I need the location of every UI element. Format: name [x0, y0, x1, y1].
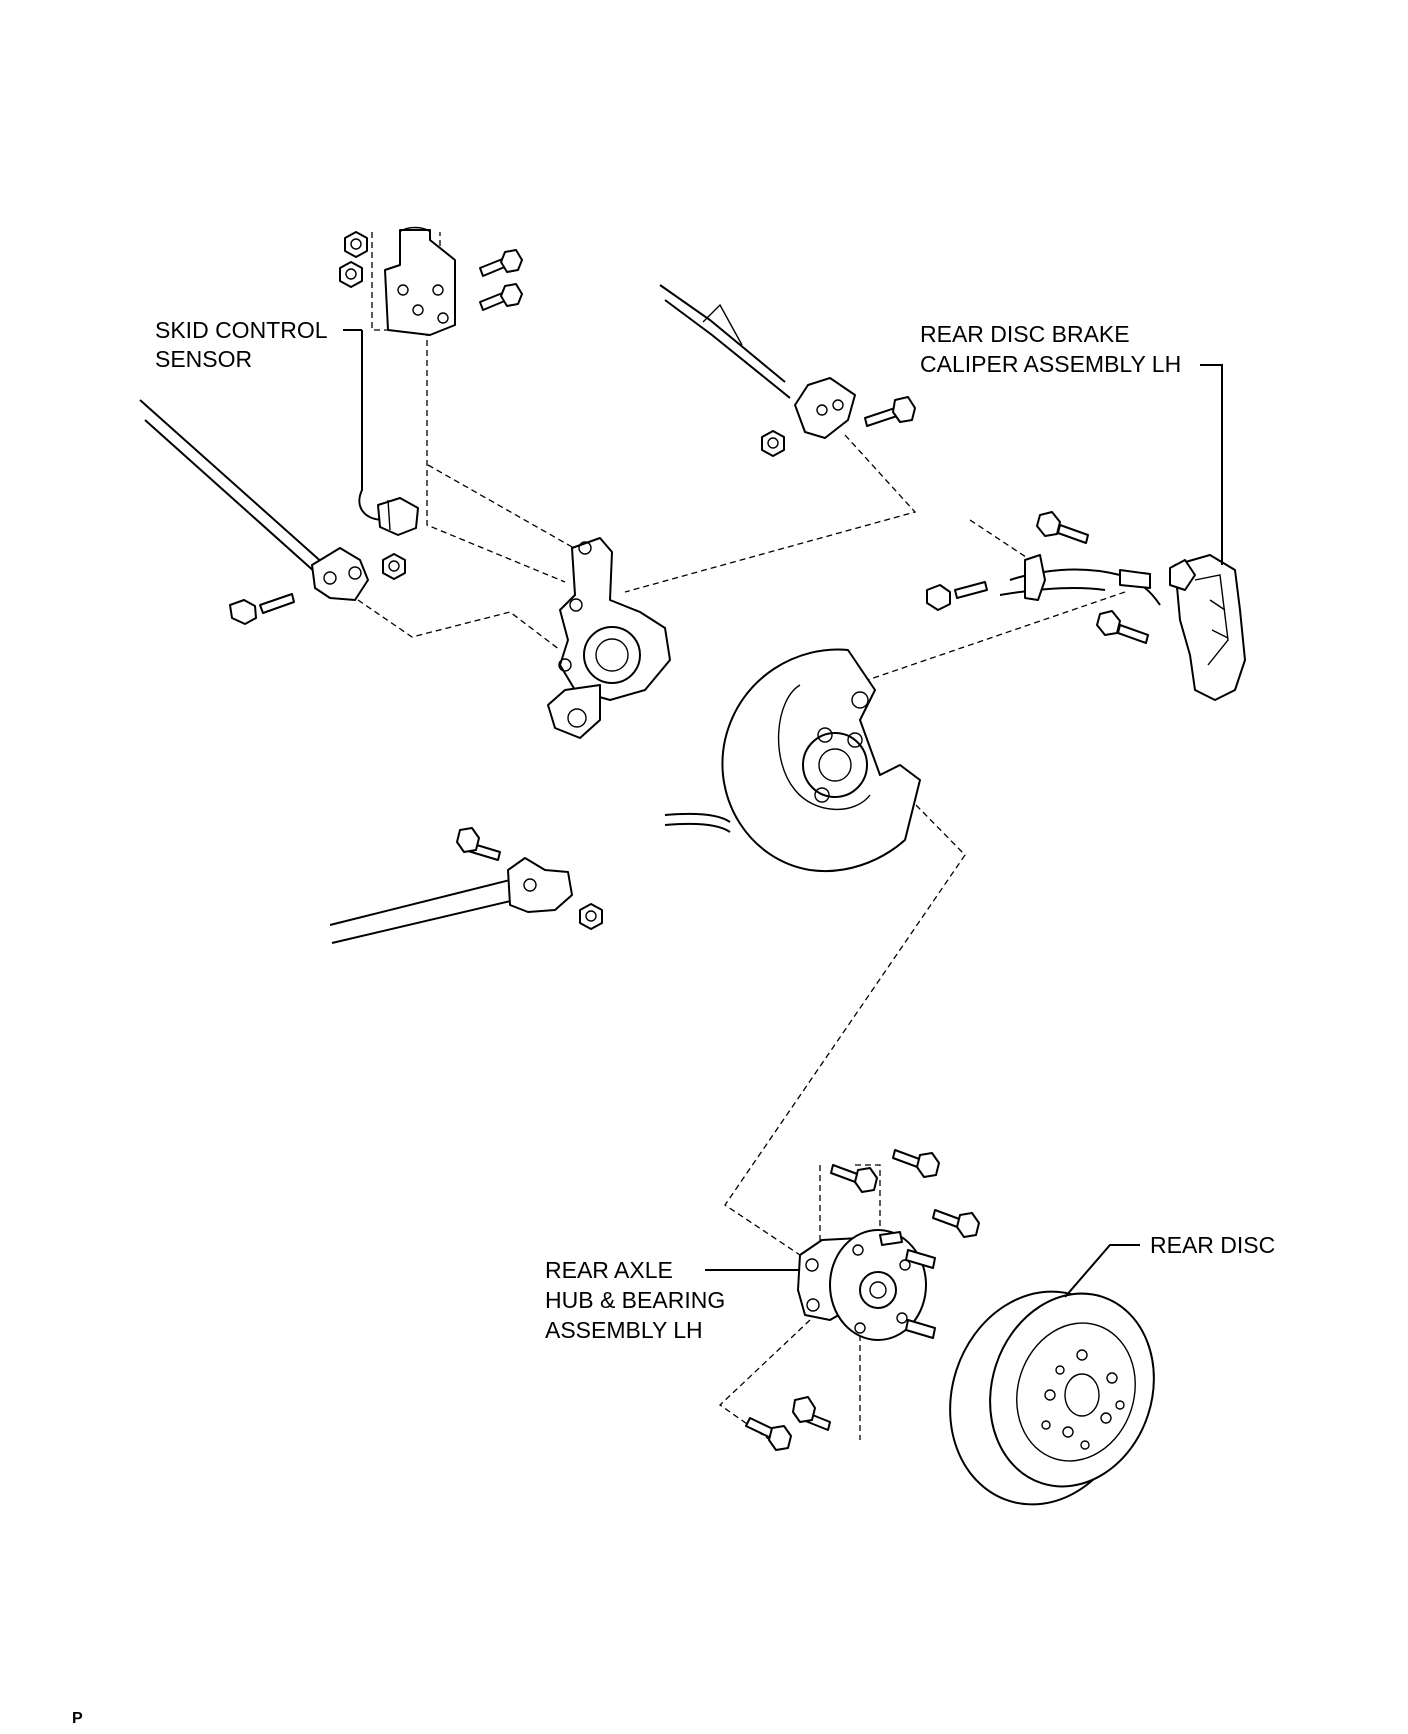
bolt-icon	[229, 593, 295, 625]
label-line: HUB & BEARING	[545, 1287, 725, 1313]
bolt-icon	[892, 1149, 940, 1178]
label-line: ASSEMBLY LH	[545, 1317, 703, 1343]
rear-axle-carrier	[547, 537, 671, 739]
bolt-icon	[864, 396, 916, 427]
skid-control-sensor	[358, 330, 419, 536]
label-line: REAR DISC BRAKE	[920, 321, 1130, 347]
bolt-icon	[792, 1396, 831, 1431]
label-rear-axle-hub: REAR AXLE HUB & BEARING ASSEMBLY LH	[545, 1257, 732, 1343]
label-line: REAR AXLE	[545, 1257, 673, 1283]
label-line: SENSOR	[155, 346, 252, 372]
bolt-icon	[456, 827, 501, 861]
upper-link-rod	[659, 284, 856, 439]
brake-hose	[999, 554, 1161, 606]
nut-icon	[761, 430, 785, 457]
rear-axle-hub-bearing	[797, 1229, 936, 1341]
shock-absorber	[384, 226, 456, 336]
rear-disc-brake-caliper	[1169, 554, 1246, 701]
bolt-icon	[926, 581, 988, 611]
label-line: REAR DISC	[1150, 1232, 1275, 1258]
nut-icon	[339, 261, 363, 288]
bolt-icon	[745, 1417, 792, 1451]
disc-brake-dust-cover	[664, 648, 921, 872]
label-rear-disc-brake-caliper: REAR DISC BRAKE CALIPER ASSEMBLY LH	[920, 321, 1181, 377]
bolt-icon	[1036, 511, 1089, 544]
bolt-icon	[830, 1164, 878, 1193]
leader-line-disc	[1064, 1244, 1140, 1298]
nut-icon	[344, 231, 368, 258]
label-line: CALIPER ASSEMBLY LH	[920, 351, 1181, 377]
bolt-icon	[479, 283, 523, 311]
rear-disc	[949, 1290, 1155, 1506]
leader-line-caliper	[1200, 364, 1223, 565]
lower-arm-left	[139, 399, 369, 601]
footer-code: P	[72, 1710, 83, 1727]
label-skid-control-sensor: SKID CONTROL SENSOR	[155, 317, 333, 372]
assembly-guide-lines	[357, 232, 1126, 1441]
nut-icon	[382, 553, 406, 580]
lower-arm-bottom	[329, 857, 573, 944]
bolt-icon	[932, 1209, 980, 1238]
label-rear-disc: REAR DISC	[1150, 1232, 1275, 1258]
bolt-icon	[1096, 610, 1149, 644]
nut-icon	[579, 903, 603, 930]
label-line: SKID CONTROL	[155, 317, 328, 343]
bolt-icon	[479, 249, 523, 277]
